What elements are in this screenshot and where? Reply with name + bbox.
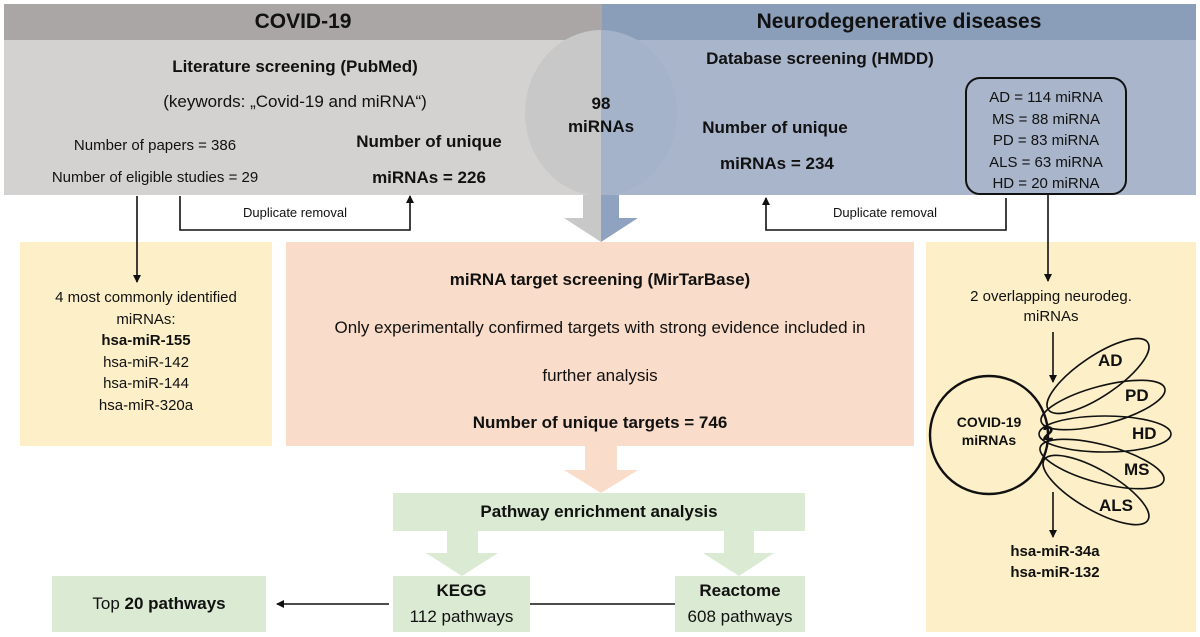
database-screening-title: Database screening (HMDD) [706,49,934,68]
covid-header-text: COVID-19 [254,10,352,33]
neuro-panel [602,40,1196,195]
down-arrow-circle [564,195,638,242]
neurodeg-title-line1: 2 overlapping neurodeg. [970,288,1132,305]
top-pathways-box [52,576,266,632]
venn-covid-line2: miRNAs [961,432,1017,448]
top-prefix: Top [92,594,125,613]
covid-panel [4,40,602,195]
common-mirnas-text: 4 most commonly identified miRNAs: hsa-m… [20,287,272,416]
common-title-line2: miRNAs: [116,310,176,328]
keywords-text: (keywords: „Covid-19 and miRNA“) [163,92,427,111]
top-number: 20 [124,594,144,613]
venn-petal-ms: MS [1124,460,1150,479]
duplicate-removal-bracket-left [179,195,414,231]
literature-screening-title: Literature screening (PubMed) [172,57,418,76]
papers-count: Number of papers = 386 [73,137,237,154]
common-mirna-4: hsa-miR-320a [98,396,194,414]
neurodeg-mirna-1: hsa-miR-34a [1010,543,1100,560]
reactome-box [675,576,805,632]
venn-petals [1038,337,1172,526]
duplicate-removal-bracket-right [762,197,1007,231]
venn-covid-label: COVID-19 miRNAs [944,413,1034,449]
duplicate-removal-left: Duplicate removal [242,205,348,220]
reactome-name: Reactome [699,581,781,600]
neuro-unique-line2: miRNAs = 234 [720,154,834,173]
neurodeg-box [926,242,1196,632]
disease-count-ad: AD = 114 miRNA [989,89,1103,106]
overlap-circle [525,30,677,196]
target-screening-box [286,242,914,446]
target-screening-title: miRNA target screening (MirTarBase) [449,270,751,289]
disease-count-ms: MS = 88 miRNA [992,110,1100,128]
target-screening-line2: further analysis [542,366,658,385]
common-mirna-1: hsa-miR-155 [101,332,191,349]
unique-targets-result: Number of unique targets = 746 [472,413,728,432]
covid-header: COVID-19 [4,4,602,40]
neurodeg-title-line2: miRNAs [1023,308,1079,325]
duplicate-removal-right: Duplicate removal [832,205,938,220]
target-screening-line1: Only experimentally confirmed targets wi… [334,318,866,337]
kegg-box [393,576,530,632]
disease-count-als: ALS = 63 miRNA [989,153,1103,171]
venn-petal-als: ALS [1099,496,1133,515]
venn-petal-ad: AD [1098,351,1123,370]
venn-covid-line1: COVID-19 [956,414,1022,430]
venn-overlap-count: 2 [1042,423,1054,445]
overlap-label: miRNAs [567,117,635,136]
overlap-count: 98 [591,94,611,113]
top-pathways-label: Top 20 pathways [52,594,266,614]
covid-unique-line2: miRNAs = 226 [372,168,486,187]
kegg-name: KEGG [436,581,487,600]
top-suffix: pathways [143,594,226,613]
covid-mirnas-circle [928,374,1050,496]
disease-counts-frame [965,77,1127,195]
venn-petal-hd: HD [1132,424,1157,443]
disease-count-hd: HD = 20 miRNA [992,175,1100,192]
reactome-count: 608 pathways [687,607,793,626]
down-arrow-reactome [703,531,774,576]
neurodeg-result: hsa-miR-34a hsa-miR-132 [950,541,1160,583]
common-mirna-2: hsa-miR-142 [103,353,189,371]
covid-unique-line1: Number of unique [356,132,502,151]
down-arrow-kegg [426,531,498,576]
disease-count-pd: PD = 83 miRNA [992,132,1100,149]
venn-petal-pd: PD [1125,386,1149,405]
pathway-enrichment-title: Pathway enrichment analysis [480,502,718,521]
neurodeg-title: 2 overlapping neurodeg. miRNAs [926,287,1176,327]
common-mirna-3: hsa-miR-144 [103,375,189,392]
neuro-unique-line1: Number of unique [702,118,848,137]
down-arrow-peach [564,446,638,493]
neuro-header-text: Neurodegenerative diseases [756,10,1042,33]
eligible-studies: Number of eligible studies = 29 [51,169,259,186]
common-mirnas-box [20,242,272,446]
pathway-enrichment-box [393,493,805,531]
common-title-line1: 4 most commonly identified [55,289,237,306]
kegg-count: 112 pathways [409,607,514,626]
disease-counts-list: AD = 114 miRNA MS = 88 miRNA PD = 83 miR… [966,87,1126,195]
neurodeg-mirna-2: hsa-miR-132 [1010,564,1100,581]
neuro-header: Neurodegenerative diseases [602,4,1196,40]
